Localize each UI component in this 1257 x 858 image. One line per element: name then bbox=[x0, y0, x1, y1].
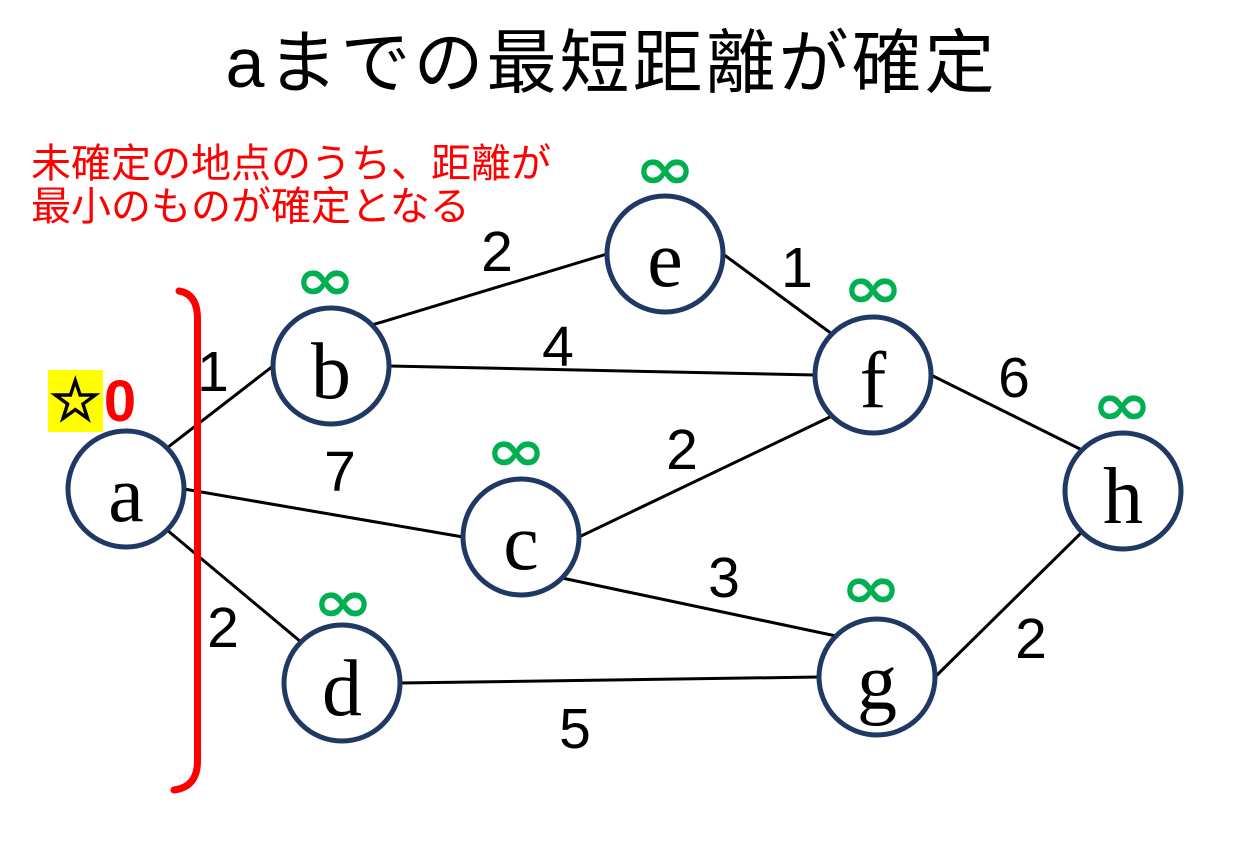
node-label-d: d bbox=[322, 645, 362, 733]
annotation-line-1: 未確定の地点のうち、距離が bbox=[31, 142, 551, 186]
node-circle-c bbox=[460, 476, 582, 598]
edge-weight-a-d: 2 bbox=[207, 596, 239, 660]
edge-e-f bbox=[722, 252, 833, 336]
nodes-layer: a b c d e f g h bbox=[65, 193, 1184, 744]
overlay-layer: 0 bbox=[48, 287, 201, 794]
edge-b-f bbox=[388, 364, 816, 377]
edge-a-c bbox=[183, 487, 464, 539]
node-circle-e bbox=[604, 193, 726, 315]
infinity-symbol: ∞ bbox=[1092, 371, 1153, 438]
node-label-a: a bbox=[108, 451, 144, 539]
node-label-f: f bbox=[860, 337, 887, 425]
infinity-symbol: ∞ bbox=[486, 417, 547, 484]
edge-f-h bbox=[930, 373, 1083, 452]
edge-weight-f-h: 6 bbox=[998, 346, 1030, 410]
edge-a-b bbox=[166, 364, 274, 450]
edge-weight-d-g: 5 bbox=[559, 697, 591, 761]
distances-layer: ∞ ∞ ∞ ∞ ∞ ∞ ∞ bbox=[295, 135, 1153, 635]
distance-infinity-h: ∞ bbox=[1092, 371, 1153, 438]
node-circle-g bbox=[816, 616, 938, 738]
edge-c-g bbox=[561, 576, 837, 638]
distance-infinity-g: ∞ bbox=[841, 554, 902, 621]
edge-b-e bbox=[371, 252, 608, 327]
infinity-symbol: ∞ bbox=[841, 554, 902, 621]
edge-d-g bbox=[399, 675, 820, 685]
edge-weight-e-f: 1 bbox=[781, 236, 813, 300]
infinity-symbol: ∞ bbox=[313, 568, 374, 635]
slide-title: aまでの最短距離が確定 bbox=[225, 24, 998, 102]
annotation-line-2: 最小のものが確定となる bbox=[31, 185, 470, 229]
distance-infinity-b: ∞ bbox=[295, 246, 356, 313]
determined-set-bracket bbox=[170, 287, 201, 794]
start-distance-value: 0 bbox=[104, 369, 136, 434]
edge-c-f bbox=[578, 414, 833, 539]
edge-g-h bbox=[933, 530, 1084, 679]
node-circle-b bbox=[270, 305, 392, 427]
node-circle-d bbox=[281, 622, 403, 744]
edge-weight-b-f: 4 bbox=[542, 315, 574, 379]
node-circle-a bbox=[65, 428, 187, 550]
annotation-note: 未確定の地点のうち、距離が 最小のものが確定となる bbox=[31, 143, 551, 229]
edge-weight-b-e: 2 bbox=[481, 220, 513, 284]
distance-infinity-f: ∞ bbox=[843, 254, 904, 321]
node-label-c: c bbox=[503, 499, 539, 587]
distance-infinity-d: ∞ bbox=[313, 568, 374, 635]
infinity-symbol: ∞ bbox=[635, 135, 696, 202]
node-label-h: h bbox=[1103, 453, 1143, 541]
edge-weight-a-c: 7 bbox=[324, 440, 356, 504]
node-label-b: b bbox=[311, 328, 351, 416]
node-circle-h bbox=[1062, 430, 1184, 552]
edge-weight-c-f: 2 bbox=[666, 418, 698, 482]
start-star-icon bbox=[50, 375, 101, 423]
node-circle-f bbox=[812, 314, 934, 436]
edges-layer bbox=[166, 252, 1084, 685]
node-label-g: g bbox=[857, 639, 897, 727]
edge-a-d bbox=[166, 528, 302, 644]
edge-weight-a-b: 1 bbox=[197, 340, 229, 404]
node-label-e: e bbox=[647, 216, 683, 304]
distance-infinity-c: ∞ bbox=[486, 417, 547, 484]
distance-infinity-e: ∞ bbox=[635, 135, 696, 202]
edge-weight-c-g: 3 bbox=[708, 546, 740, 610]
edge-weight-g-h: 2 bbox=[1015, 607, 1047, 671]
infinity-symbol: ∞ bbox=[295, 246, 356, 313]
infinity-symbol: ∞ bbox=[843, 254, 904, 321]
